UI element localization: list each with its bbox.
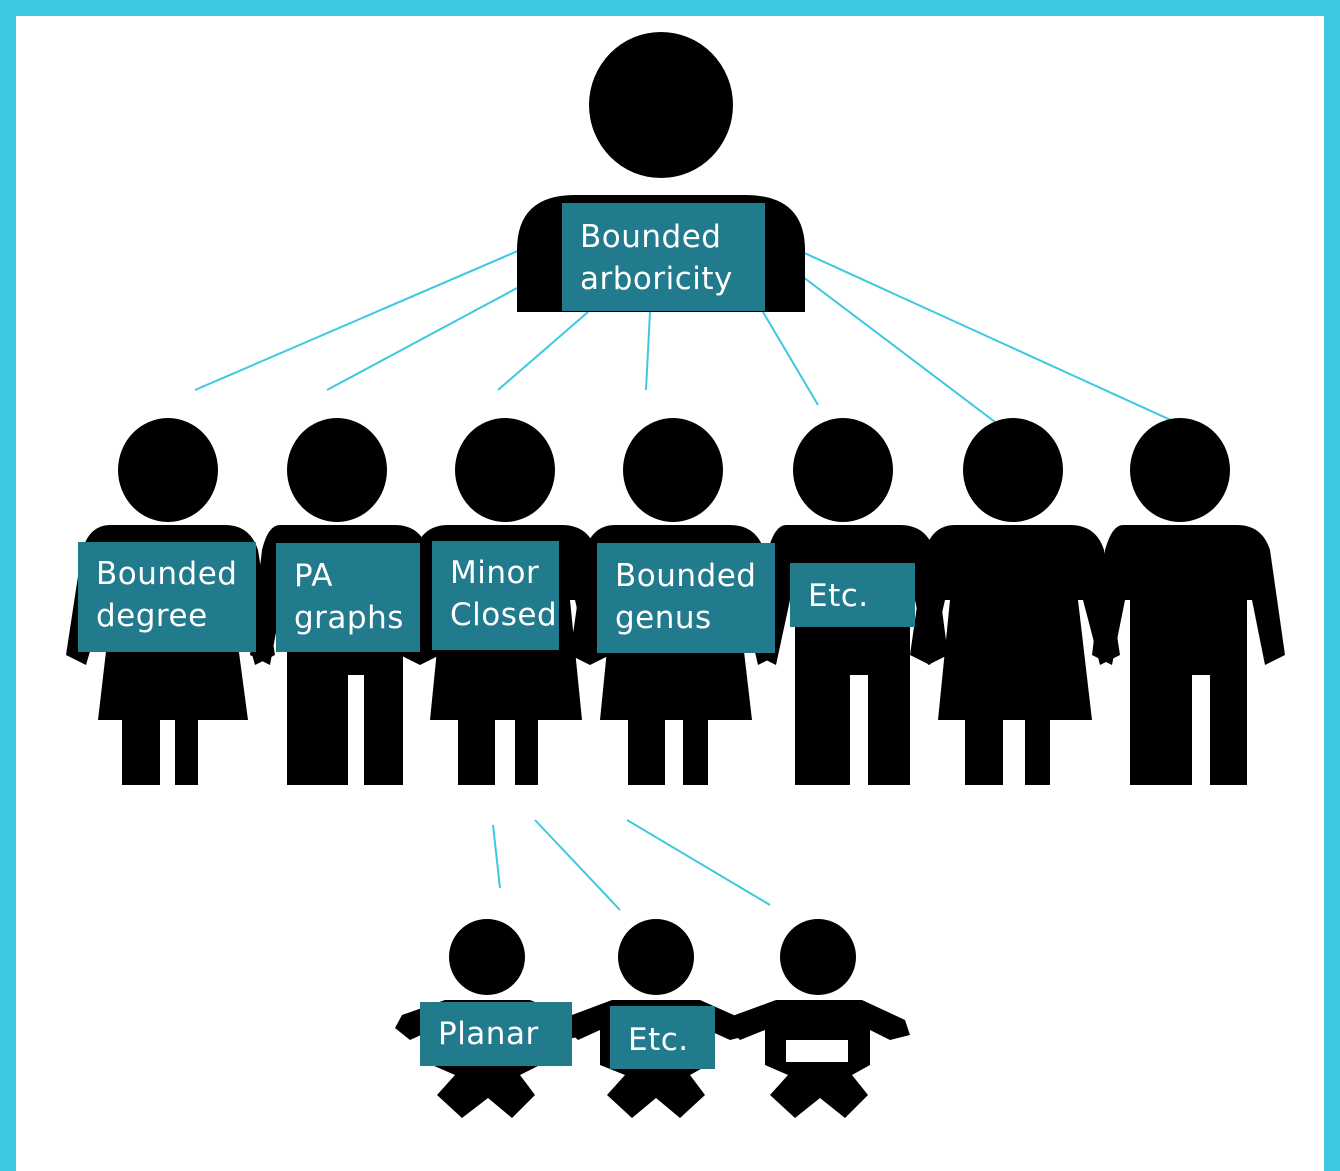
grandchild-label-planar: Planar bbox=[420, 1002, 572, 1066]
connector-line bbox=[769, 251, 1004, 429]
child-label-etc: Etc. bbox=[790, 563, 915, 627]
person-figure bbox=[910, 418, 1120, 785]
connector-line bbox=[645, 311, 651, 391]
connector-line bbox=[194, 249, 521, 391]
connector-line bbox=[497, 311, 589, 391]
grandchild-label-etc: Etc. bbox=[610, 1006, 715, 1069]
child-label-bounded-genus: Bounded genus bbox=[597, 543, 775, 653]
child-label-bounded-degree: Bounded degree bbox=[78, 542, 256, 652]
connector-line bbox=[534, 819, 621, 911]
connector-line bbox=[764, 234, 1176, 423]
child-label-pa-graphs: PA graphs bbox=[276, 543, 420, 652]
root-label: Bounded arboricity bbox=[562, 203, 765, 311]
connector-line bbox=[492, 824, 501, 889]
connector-line bbox=[626, 819, 771, 906]
connector-line bbox=[762, 311, 819, 406]
child-label-minor-closed: Minor Closed bbox=[432, 541, 559, 650]
person-figure bbox=[1092, 418, 1285, 785]
baby-figure bbox=[728, 919, 910, 1118]
minor-closed-connectors bbox=[492, 819, 771, 911]
